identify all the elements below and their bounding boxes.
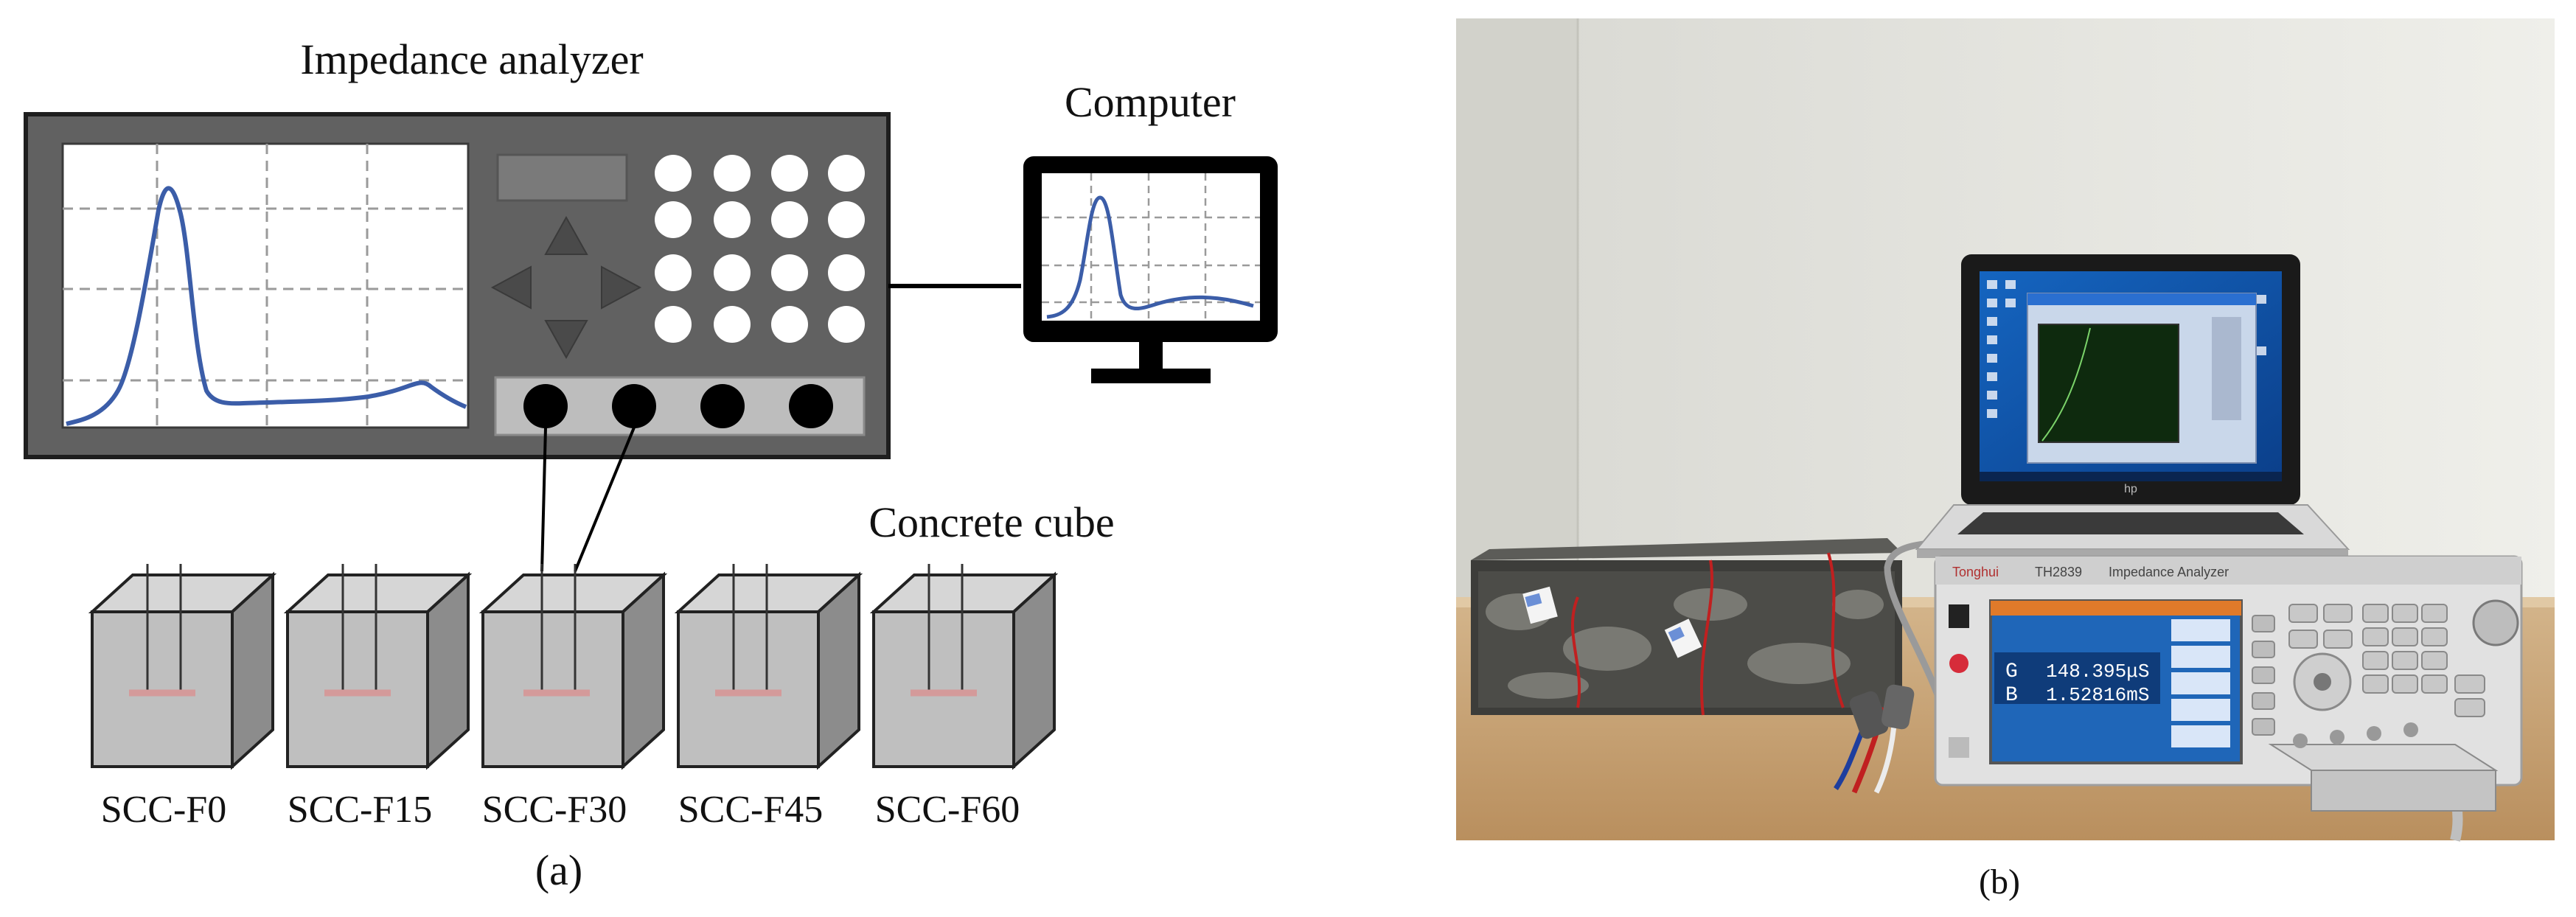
analyzer-terminals — [523, 384, 833, 428]
analyzer-title: Impedance analyzer — [300, 35, 643, 83]
sample-label-f45: SCC-F45 — [678, 789, 824, 831]
caption-b: (b) — [1979, 862, 2020, 902]
analyzer-keypad — [655, 155, 865, 343]
cube-scc-f15 — [283, 564, 473, 770]
analyzer-dpad — [490, 215, 642, 360]
caption-a: (a) — [535, 846, 582, 894]
cube-scc-f30 — [478, 564, 668, 770]
sample-label-f60: SCC-F60 — [875, 789, 1020, 831]
cube-scc-f60 — [869, 564, 1059, 770]
cube-row — [88, 564, 1059, 770]
computer-title: Computer — [1065, 78, 1236, 126]
instrument-knob — [2472, 599, 2519, 646]
instrument-model: TH2839 — [2035, 565, 2082, 579]
sample-label-f30: SCC-F30 — [482, 789, 627, 831]
readout-g-label: G — [2005, 660, 2018, 683]
clip-leads — [1834, 684, 1915, 794]
impedance-curve — [66, 186, 467, 426]
readout-g-value: 148.395μS — [2046, 660, 2149, 683]
cube-scc-f45 — [674, 564, 863, 770]
sample-label-f15: SCC-F15 — [288, 789, 433, 831]
readout-b-value: 1.52816mS — [2046, 684, 2149, 706]
readout-b-label: B — [2005, 684, 2018, 707]
photo-panel: hp Tonghui TH2839 Impedance Analyzer G 1… — [1456, 18, 2555, 902]
computer-monitor — [1023, 156, 1278, 383]
schematic-panel: Impedance analyzer — [24, 35, 1278, 894]
laptop-logo: hp — [2124, 483, 2137, 495]
instrument-brand: Tonghui — [1952, 565, 1999, 579]
laptop: hp — [1915, 254, 2350, 558]
instrument-title: Impedance Analyzer — [2109, 565, 2229, 579]
monitor-curve — [1046, 195, 1254, 319]
cube-scc-f0 — [88, 564, 277, 770]
test-fixture — [2268, 722, 2499, 812]
test-leads — [540, 427, 636, 572]
th2839-analyzer: Tonghui TH2839 Impedance Analyzer G 148.… — [1934, 555, 2523, 812]
plot-grid — [63, 144, 468, 428]
instrument-keypad — [2288, 604, 2485, 717]
impedance-analyzer — [24, 112, 891, 459]
analyzer-display-slot — [496, 153, 628, 202]
analyzer-plot-screen — [61, 142, 470, 429]
sample-label-f0: SCC-F0 — [101, 789, 227, 831]
cube-title: Concrete cube — [868, 498, 1114, 546]
concrete-specimens — [1471, 538, 1902, 716]
power-button — [1949, 654, 1968, 673]
